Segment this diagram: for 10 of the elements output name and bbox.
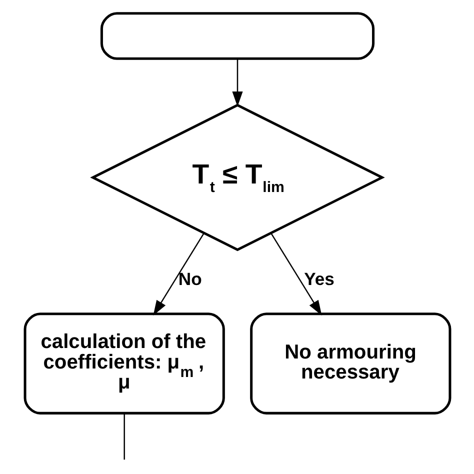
edge-label: No: [178, 269, 202, 290]
arrow: [152, 232, 204, 316]
arrow: [270, 232, 322, 316]
node-box: calculation of the coefficients: μ$_{m}$ , μ: [23, 312, 224, 414]
node-box: No armouring necessary: [250, 312, 451, 414]
edge-label: Yes: [304, 269, 334, 290]
node-box: [100, 12, 374, 60]
connector: [123, 413, 124, 460]
arrow: [232, 59, 242, 107]
node-diamond: T$_{t}$ ≤ T$_{lim}$: [90, 104, 384, 252]
